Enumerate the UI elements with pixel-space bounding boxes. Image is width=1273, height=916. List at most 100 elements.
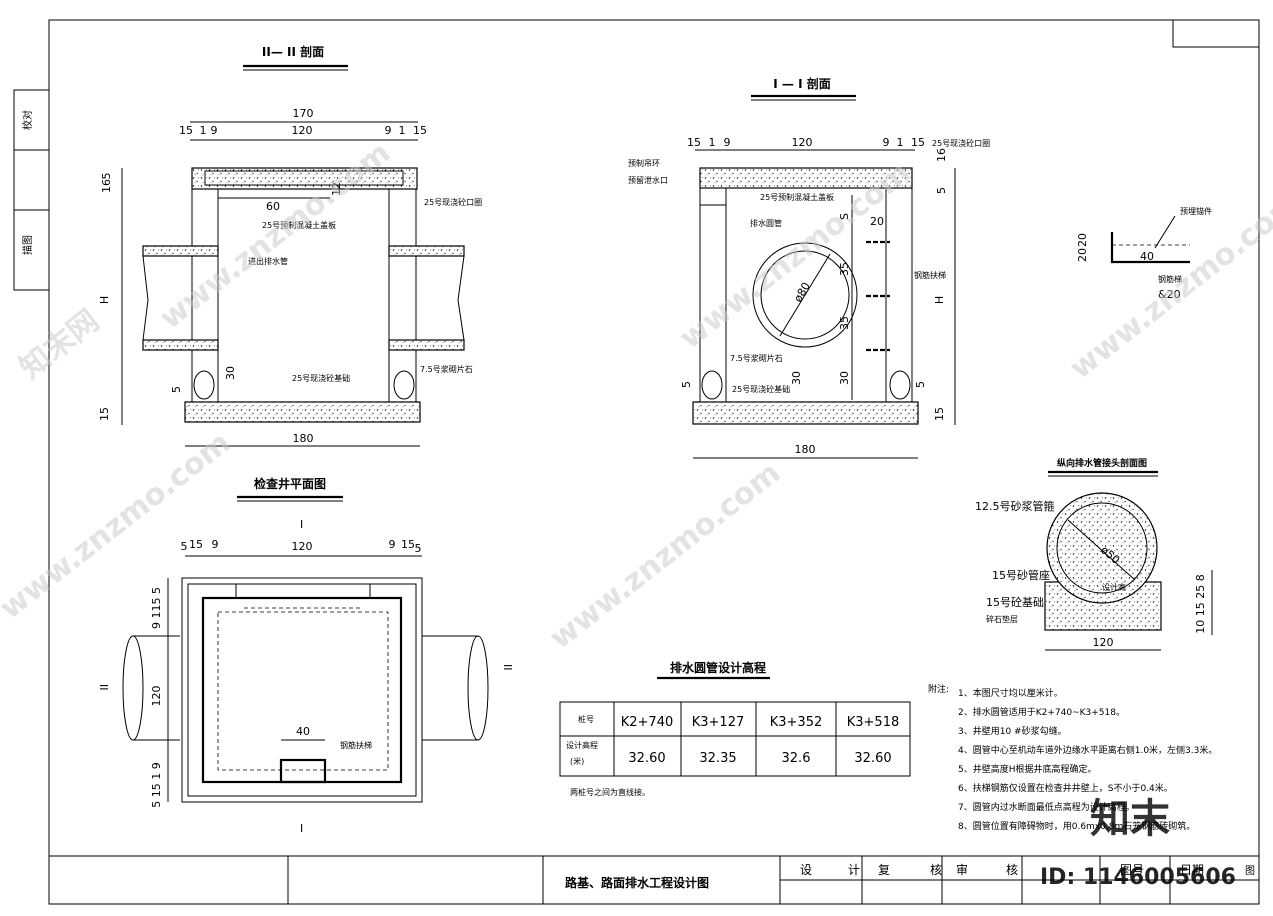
notes: 附注: 1、本图尺寸均以厘米计。2、排水圆管适用于K2+740~K3+518。3… xyxy=(928,683,1217,832)
label-ladder: 钢筋扶梯 xyxy=(914,270,946,280)
section-ii-title: II— II 剖面 xyxy=(262,44,324,59)
dim: 40 xyxy=(1140,250,1154,263)
label-ladder: 钢筋扶梯 xyxy=(340,740,372,750)
tb-design2: 计 xyxy=(848,863,860,877)
tb-check: 复 xyxy=(878,863,890,877)
dim: 40 xyxy=(296,725,310,738)
table-row-label: 设计高程 (米) xyxy=(566,740,601,766)
label-mortar: 7.5号浆砌片石 xyxy=(420,364,473,374)
note-item: 3、井壁用10 #砂浆勾缝。 xyxy=(958,725,1067,737)
label-foundation: 25号现浇砼基础 xyxy=(732,384,790,394)
table-elevation-cell: 32.60 xyxy=(628,751,665,766)
table-header-label: 桩号 xyxy=(578,714,594,724)
dim: H xyxy=(933,296,946,304)
dim: 35 xyxy=(838,316,851,330)
dim: 15 xyxy=(687,136,701,149)
watermark-id: ID: 1146005606 xyxy=(1040,865,1236,890)
table-elevation-cell: 32.60 xyxy=(854,751,891,766)
table-station-cell: K2+740 xyxy=(621,715,674,730)
dim: S xyxy=(838,213,851,220)
label-foundation: 25号现浇砼基础 xyxy=(292,373,350,383)
label-top-beam: 25号现浇砼口圈 xyxy=(932,138,990,148)
dim: 5 15 1 9 xyxy=(150,762,163,807)
label-top-beam: 25号现浇砼口圈 xyxy=(424,197,482,207)
dim: 5 xyxy=(415,542,422,555)
tb-check2: 核 xyxy=(930,863,942,877)
dim: 5 xyxy=(170,386,183,393)
dim: 120 xyxy=(792,136,813,149)
joint-detail: 纵向排水管接头剖面图 ø50 设计高 12.5号砂浆管箍 15号砂管座 15号砼… xyxy=(975,457,1213,651)
tb-design: 设 xyxy=(800,863,812,877)
dim: 5 xyxy=(935,187,948,194)
dim: 20 xyxy=(870,215,884,228)
dim: 9 xyxy=(724,136,731,149)
note-item: 1、本图尺寸均以厘米计。 xyxy=(958,687,1063,699)
dim: 30 xyxy=(790,371,803,385)
note-item: 6、扶梯钢筋仅设置在检查井井壁上，S不小于0.4米。 xyxy=(958,782,1173,794)
watermark-url: www.znzmo.com xyxy=(1063,185,1273,386)
label-bar-spec: &20 xyxy=(1158,288,1181,301)
dim: 15 xyxy=(189,538,203,551)
section-mark-bottom: I xyxy=(300,822,303,835)
dim: 120 xyxy=(150,686,163,707)
label-cover: 25号预制混凝土盖板 xyxy=(760,192,834,202)
title-block: 路基、路面排水工程设计图 设 计 复 核 审 核 图号 日期 图 xyxy=(49,855,1259,904)
section-mark-right: II xyxy=(501,664,514,671)
table-station-cell: K3+127 xyxy=(692,715,745,730)
sheet-frame xyxy=(13,19,1260,905)
tb-drawing-no: 图号 xyxy=(1120,863,1144,877)
dim: 5 xyxy=(100,173,113,180)
dim: 10 15 25 8 xyxy=(1194,574,1207,633)
label-collar: 12.5号砂浆管箍 xyxy=(975,499,1055,513)
dim: 9 xyxy=(212,538,219,551)
dim: 5 xyxy=(914,381,927,388)
section-mark-top: I xyxy=(300,518,303,531)
dim: 16 xyxy=(100,179,113,193)
dim: 15 xyxy=(179,124,193,137)
dim: 35 xyxy=(838,262,851,276)
dim: 16 xyxy=(935,148,948,162)
label-cover: 25号预制混凝土盖板 xyxy=(262,220,336,230)
dim: 9 xyxy=(385,124,392,137)
dim: 120 xyxy=(292,124,313,137)
tb-approve: 审 xyxy=(956,862,968,877)
watermark-brand: 知末网 xyxy=(13,303,105,386)
joint-detail-title: 纵向排水管接头剖面图 xyxy=(1057,457,1147,469)
dim: 9 xyxy=(211,124,218,137)
note-item: 5、井壁高度H根据井底高程确定。 xyxy=(958,763,1097,775)
note-item: 7、圆管内过水断面最低点高程为设计高程。 xyxy=(958,801,1135,813)
tb-date: 日期 xyxy=(1180,863,1204,877)
side-label-review: 校对 xyxy=(21,110,34,130)
table-footnote: 两桩号之间为直线接。 xyxy=(570,787,650,797)
dim: 15 xyxy=(98,407,111,421)
dim: 15 xyxy=(401,538,415,551)
plan-title: 检查井平面图 xyxy=(254,476,326,491)
dim: 180 xyxy=(293,432,314,445)
side-label-drawing: 描图 xyxy=(21,235,34,255)
dim: 20 xyxy=(1076,248,1089,262)
label-bedding: 碎石垫层 xyxy=(986,614,1018,624)
label-drain-pipe: 排水圆管 xyxy=(750,218,782,228)
label-mortar: 7.5号浆砌片石 xyxy=(730,353,783,363)
notes-prefix: 附注: xyxy=(928,683,949,695)
table-elevation-cell: 32.6 xyxy=(782,751,811,766)
tb-approve2: 核 xyxy=(1006,863,1018,877)
table-elevation-cell: 32.35 xyxy=(699,751,736,766)
dim: 20 xyxy=(1076,233,1089,247)
table-title: 排水圆管设计高程 xyxy=(670,660,766,675)
dim: 9 115 5 xyxy=(150,587,163,629)
tb-extra: 图 xyxy=(1245,865,1255,877)
note-item: 8、圆管位置有障碍物时，用0.6mx0.8m石笼钢筋砖砌筑。 xyxy=(958,820,1195,832)
ladder-detail: 预埋锚件 20 20 40 钢筋梯 &20 xyxy=(1076,206,1212,301)
dim: 120 xyxy=(1093,636,1114,649)
dim-pipe-diam: ø80 xyxy=(791,280,813,304)
table-station-cell: K3+518 xyxy=(847,715,900,730)
section-i-title: I — I 剖面 xyxy=(773,76,830,91)
dim: 1 xyxy=(709,136,716,149)
plan-view: 检查井平面图 5 15 9 120 9 15 5 9 115 5 120 5 1… xyxy=(97,476,514,835)
watermark-logo: 知末 xyxy=(1090,796,1170,842)
dim: 15 xyxy=(413,124,427,137)
dim: 5 xyxy=(181,540,188,553)
